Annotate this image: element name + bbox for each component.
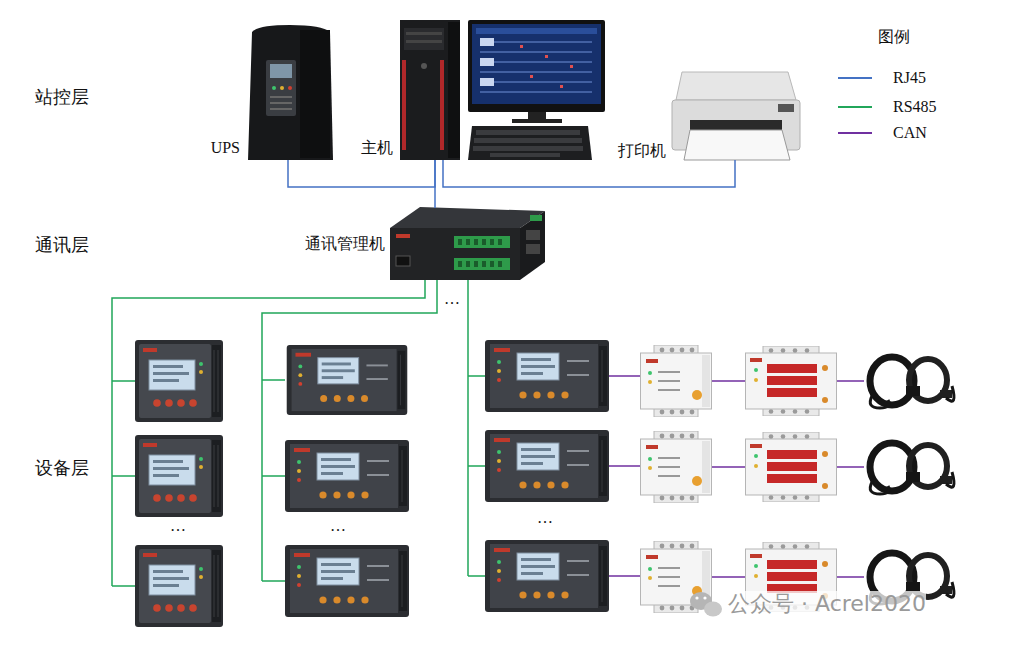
comm-manager-node: 通讯管理机 (388, 205, 545, 280)
host-picture (400, 20, 605, 160)
legend-text: RS485 (893, 98, 937, 115)
meter-column (485, 340, 609, 612)
ellipsis: … (444, 289, 460, 309)
printer-node: 打印机 (670, 70, 800, 160)
layer-label: 通讯层 (35, 234, 89, 256)
printer-picture (672, 72, 800, 160)
legend-line (838, 77, 872, 79)
legend-text: CAN (893, 124, 927, 141)
legend-line (838, 106, 872, 108)
legend-title: 图例 (878, 27, 910, 47)
node-label: UPS (211, 138, 240, 158)
rj45-connector (434, 160, 436, 208)
rj45-connector (288, 160, 435, 187)
watermark: 公众号 · Acrel2020 (728, 591, 926, 617)
ellipsis: … (330, 516, 346, 536)
ups-node: UPS (248, 25, 333, 160)
rs485-wire (112, 280, 485, 586)
meter-column (285, 345, 409, 617)
rj45-connector (443, 160, 735, 187)
comm-manager-picture (390, 207, 545, 280)
node-label: 主机 (361, 138, 393, 158)
current-transformer (870, 357, 954, 604)
layer-label: 设备层 (35, 457, 89, 479)
ellipsis: … (170, 516, 186, 536)
ups-picture (248, 25, 333, 160)
ellipsis: … (537, 508, 553, 528)
node-label: 打印机 (618, 141, 666, 161)
layer-label: 站控层 (35, 86, 89, 108)
node-label: 通讯管理机 (305, 234, 385, 254)
meter-column (135, 340, 223, 627)
legend-entry: RJ45 (893, 68, 926, 88)
module-column (641, 345, 837, 613)
wechat-icon (690, 592, 722, 617)
host-node: 主机 (400, 20, 605, 160)
legend-entry: RS485 (893, 97, 937, 117)
legend-text: RJ45 (893, 69, 926, 86)
legend-entry: CAN (893, 123, 927, 143)
legend-line (838, 132, 872, 134)
